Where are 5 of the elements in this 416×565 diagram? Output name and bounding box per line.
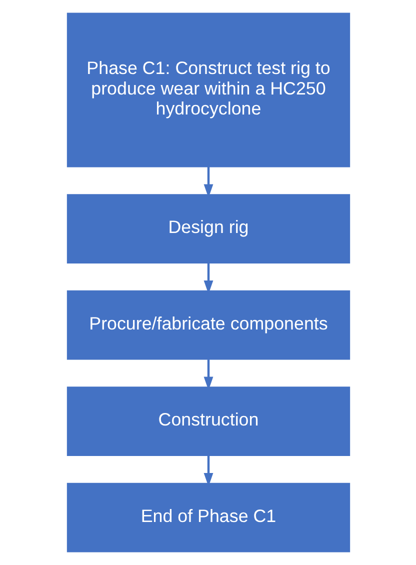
node-box: End of Phase C1 (66, 482, 350, 552)
node-box: Procure/fabricate components (66, 290, 350, 360)
node-box: Design rig (66, 194, 350, 264)
node-box: Construction (66, 386, 350, 456)
node-box: Phase C1: Construct test rig to produce wear within a HC250 hydrocyclone (66, 12, 350, 168)
